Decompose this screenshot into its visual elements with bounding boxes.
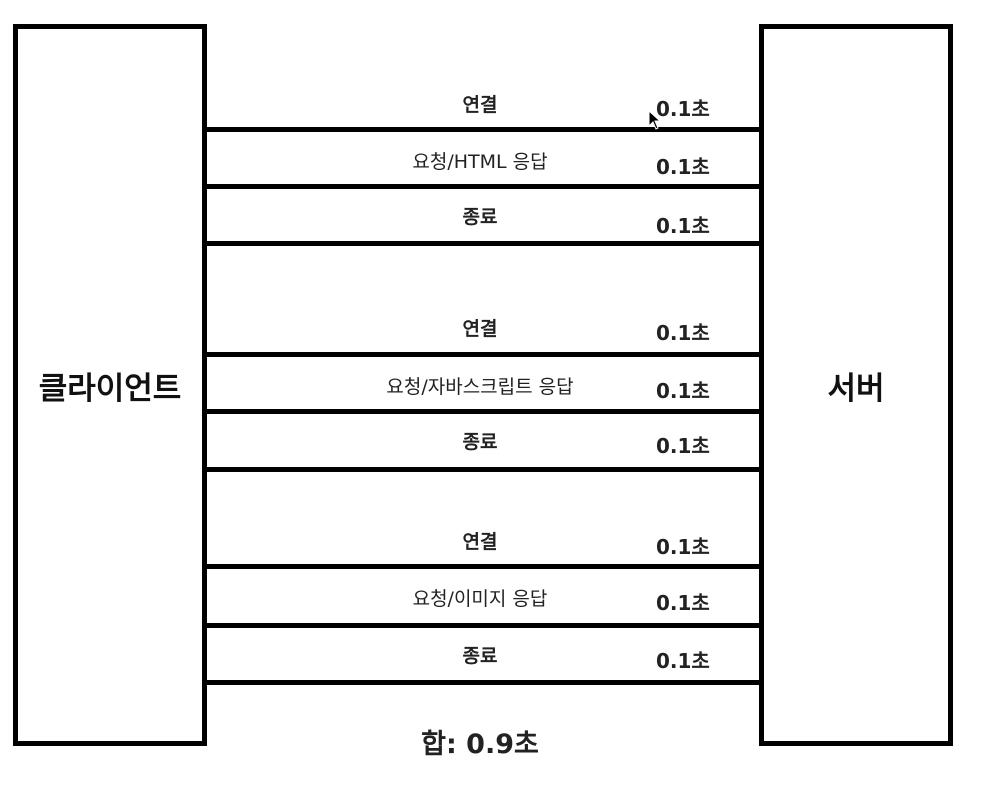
request-line xyxy=(205,623,761,628)
connection-line xyxy=(205,352,761,357)
step-time: 0.1초 xyxy=(656,379,710,403)
step-time: 0.1초 xyxy=(656,649,710,673)
request-line xyxy=(205,409,761,414)
total-time: 합: 0.9초 xyxy=(421,729,539,760)
step-label: 연결 xyxy=(462,318,498,340)
client-label: 클라이언트 xyxy=(38,370,182,407)
step-label: 요청/이미지 응답 xyxy=(412,588,548,610)
request-line xyxy=(205,184,761,189)
close-line xyxy=(205,467,761,472)
mouse-cursor-icon xyxy=(648,110,662,130)
step-label: 종료 xyxy=(462,206,498,228)
step-label: 요청/HTML 응답 xyxy=(412,151,548,173)
step-time: 0.1초 xyxy=(656,97,710,121)
step-time: 0.1초 xyxy=(656,155,710,179)
step-label: 연결 xyxy=(462,94,498,116)
step-label: 연결 xyxy=(462,531,498,553)
step-label: 종료 xyxy=(462,431,498,453)
step-time: 0.1초 xyxy=(656,434,710,458)
step-time: 0.1초 xyxy=(656,321,710,345)
server-label: 서버 xyxy=(827,370,885,407)
client-box: 클라이언트 xyxy=(13,24,207,746)
connection-line xyxy=(205,127,761,132)
step-time: 0.1초 xyxy=(656,214,710,238)
step-time: 0.1초 xyxy=(656,535,710,559)
close-line xyxy=(205,241,761,246)
step-time: 0.1초 xyxy=(656,591,710,615)
close-line xyxy=(205,680,761,685)
server-box: 서버 xyxy=(759,24,953,746)
step-label: 요청/자바스크립트 응답 xyxy=(386,376,574,398)
step-label: 종료 xyxy=(462,645,498,667)
connection-line xyxy=(205,564,761,569)
